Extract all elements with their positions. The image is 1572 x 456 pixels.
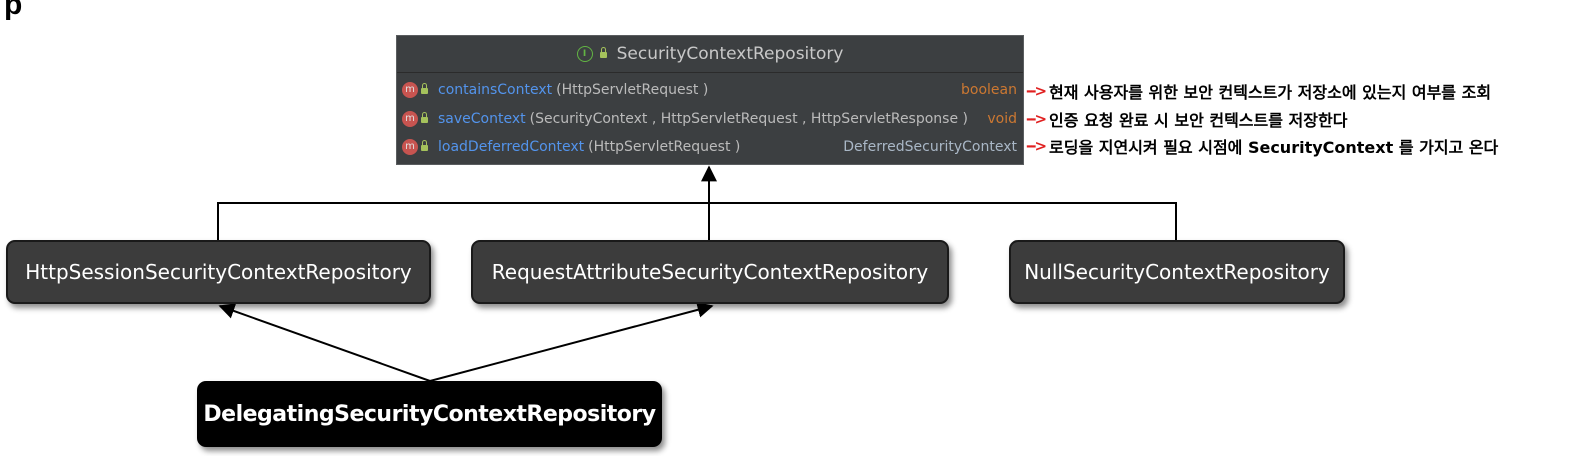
method-params: (SecurityContext , HttpServletRequest , … — [529, 111, 968, 127]
class-name: NullSecurityContextRepository — [1024, 260, 1330, 284]
method-return-type: DeferredSecurityContext — [843, 139, 1017, 155]
class-name: DelegatingSecurityContextRepository — [203, 401, 656, 427]
delegation-arrow-httpsession — [218, 303, 431, 382]
interface-header: I SecurityContextRepository — [397, 36, 1023, 73]
interface-name: SecurityContextRepository — [616, 44, 844, 64]
delegating-repository-box: DelegatingSecurityContextRepository — [197, 381, 662, 447]
method-icon: m — [402, 111, 418, 127]
red-arrow-icon: --> — [1026, 137, 1047, 155]
method-params: (HttpServletRequest ) — [556, 82, 709, 98]
annotation-text: 인증 요청 완료 시 보안 컨텍스트를 저장한다 — [1049, 111, 1348, 130]
public-lock-icon — [421, 112, 428, 123]
delegation-arrow-requestattribute — [429, 301, 714, 382]
method-row: m saveContext (SecurityContext , HttpSer… — [397, 106, 1023, 132]
realization-line — [217, 202, 1177, 240]
public-lock-icon — [599, 47, 607, 58]
method-row: m loadDeferredContext (HttpServletReques… — [397, 134, 1023, 160]
method-row: m containsContext (HttpServletRequest ) … — [397, 77, 1023, 103]
red-arrow-icon: --> — [1026, 110, 1047, 128]
method-return-type: void — [987, 111, 1017, 127]
method-name: saveContext — [438, 111, 526, 127]
annotation-text: 현재 사용자를 위한 보안 컨텍스트가 저장소에 있는지 여부를 조회 — [1049, 83, 1492, 102]
red-arrow-icon: --> — [1026, 82, 1047, 100]
class-name: HttpSessionSecurityContextRepository — [25, 260, 412, 284]
httpsession-repository-box: HttpSessionSecurityContextRepository — [6, 240, 431, 304]
title-fragment: p — [4, 0, 23, 21]
public-lock-icon — [421, 83, 428, 94]
method-name: loadDeferredContext — [438, 139, 585, 155]
method-icon: m — [402, 139, 418, 155]
null-repository-box: NullSecurityContextRepository — [1009, 240, 1345, 304]
class-name: RequestAttributeSecurityContextRepositor… — [491, 260, 929, 284]
method-params: (HttpServletRequest ) — [588, 139, 741, 155]
requestattribute-repository-box: RequestAttributeSecurityContextRepositor… — [471, 240, 949, 304]
method-return-type: boolean — [961, 82, 1017, 98]
annotation-load-deferred-context: --> 로딩을 지연시켜 필요 시점에 SecurityContext 를 가지… — [1026, 134, 1498, 158]
interface-class-box: I SecurityContextRepository m containsCo… — [396, 35, 1024, 165]
annotation-text: 로딩을 지연시켜 필요 시점에 SecurityContext 를 가지고 온다 — [1049, 138, 1499, 157]
method-icon: m — [402, 82, 418, 98]
interface-icon: I — [576, 46, 593, 62]
public-lock-icon — [421, 140, 428, 151]
annotation-save-context: --> 인증 요청 완료 시 보안 컨텍스트를 저장한다 — [1026, 107, 1347, 131]
annotation-contains-context: --> 현재 사용자를 위한 보안 컨텍스트가 저장소에 있는지 여부를 조회 — [1026, 79, 1491, 103]
method-name: containsContext — [438, 82, 553, 98]
